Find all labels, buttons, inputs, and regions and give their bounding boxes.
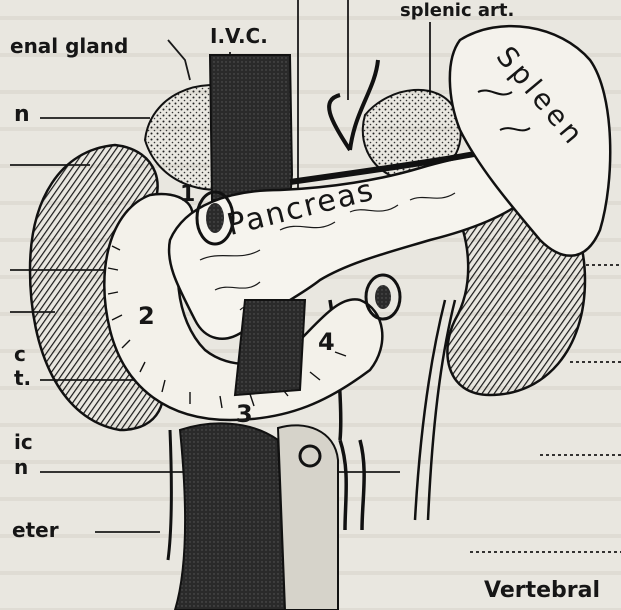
duodenum-part-3: 3 (236, 400, 253, 428)
left-label-ic: ic (14, 430, 33, 454)
adrenal-gland-label: enal gland (10, 34, 128, 58)
left-label-c: c (14, 342, 26, 366)
left-label-t: t. (14, 366, 31, 390)
splenic-artery-label: splenic art. (400, 0, 514, 21)
duodenum-part-2: 2 (138, 302, 155, 330)
lower-vessel-shape (175, 423, 285, 610)
vertebral-label: Vertebral (484, 578, 600, 603)
ivc-label: I.V.C. (210, 24, 268, 48)
aorta-shape (278, 425, 338, 610)
jejunum-lumen (375, 285, 391, 309)
sma-shape (235, 300, 305, 395)
duodenum-part-1: 1 (180, 182, 195, 207)
left-label-n-top: n (14, 102, 30, 127)
ureter-label: eter (12, 518, 59, 542)
bile-duct-lumen (206, 203, 224, 233)
ivc-shape (210, 55, 292, 200)
left-label-n-bottom: n (14, 455, 28, 479)
duodenum-part-4: 4 (318, 328, 335, 356)
